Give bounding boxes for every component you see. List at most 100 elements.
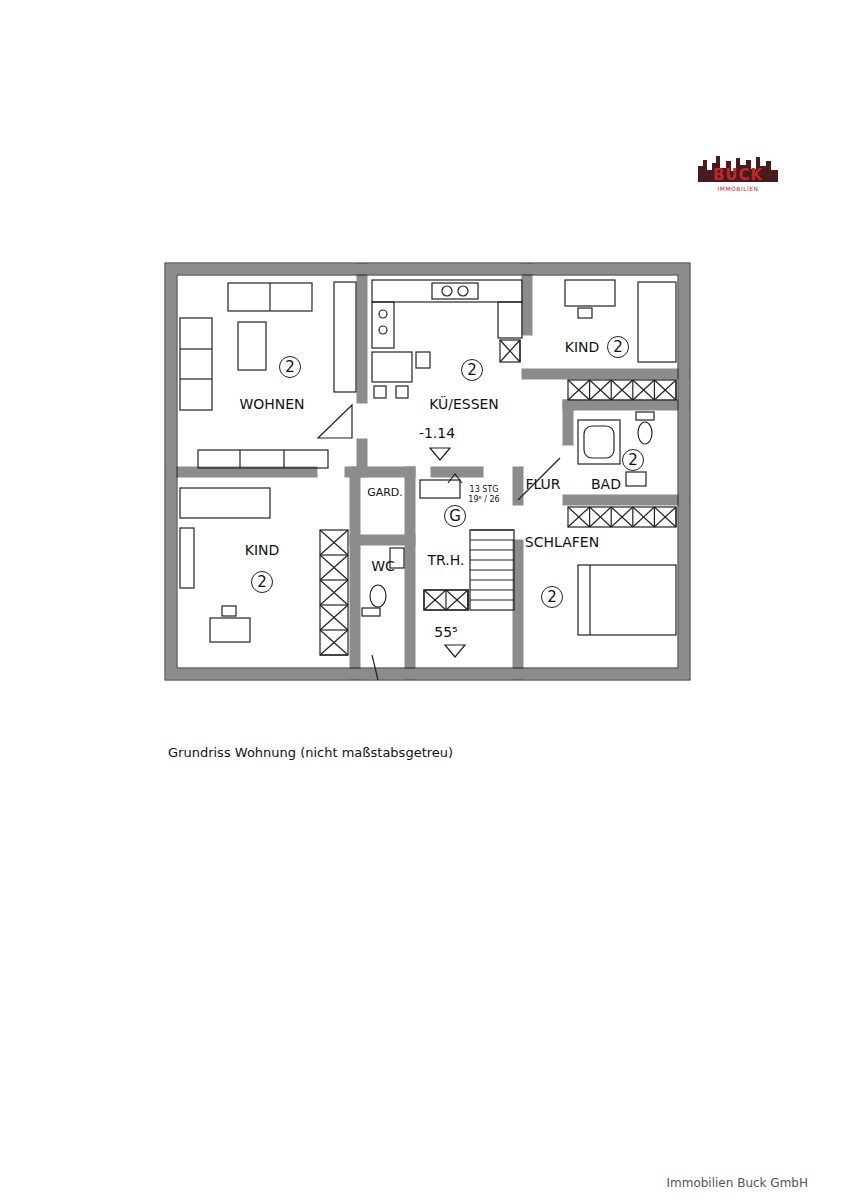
plan-line — [565, 280, 615, 306]
wardrobe — [568, 380, 676, 400]
wardrobe-cross — [633, 507, 655, 527]
plan-line — [372, 280, 522, 302]
room-label: BAD — [591, 477, 621, 491]
plan-line — [222, 606, 236, 616]
wardrobe-cross — [320, 530, 348, 555]
wardrobe-cross — [590, 380, 612, 400]
wardrobe — [320, 530, 348, 655]
plan-line — [228, 283, 312, 311]
plan-line — [430, 448, 450, 460]
wardrobe-cross — [500, 340, 520, 362]
wardrobe-cross — [500, 340, 520, 362]
plan-line — [318, 405, 352, 438]
wardrobe-divider — [632, 380, 633, 400]
room-area: KIND 2 — [178, 478, 350, 660]
room-label: FLUR — [525, 477, 560, 491]
wardrobe-divider — [320, 654, 348, 655]
plan-line — [350, 472, 361, 674]
plan-line — [442, 286, 452, 296]
wardrobe-cross — [320, 555, 348, 580]
wardrobe-cross — [590, 507, 612, 527]
wardrobe-divider — [675, 380, 676, 400]
level-height: 55⁵ — [434, 625, 457, 639]
room-label: KIND — [245, 543, 280, 557]
stair-landing — [424, 590, 468, 610]
wardrobe-cross — [320, 580, 348, 605]
plan-line — [210, 618, 250, 642]
wall-outline — [165, 263, 690, 680]
wardrobe-cross — [568, 380, 590, 400]
wardrobe-cross — [320, 555, 348, 580]
plan-line — [372, 302, 394, 348]
circled-number: G — [444, 505, 466, 527]
wardrobe-cross — [320, 605, 348, 630]
plan-line — [578, 308, 592, 318]
stair-step — [470, 549, 514, 550]
wardrobe-divider — [320, 579, 348, 580]
wardrobe-divider — [445, 590, 446, 610]
plan-line — [638, 422, 652, 444]
wardrobe-divider — [589, 380, 590, 400]
wardrobe-cross — [633, 507, 655, 527]
plan-line — [445, 645, 465, 657]
wardrobe-cross — [568, 507, 590, 527]
wardrobe-divider — [320, 554, 348, 555]
plan-line — [177, 275, 678, 668]
plan-line — [269, 283, 270, 311]
plan-line — [470, 530, 514, 610]
wardrobe-cross — [320, 605, 348, 630]
plan-line — [626, 472, 646, 486]
wardrobe-cross — [424, 590, 446, 610]
plan-line — [396, 386, 408, 398]
plan-line — [239, 450, 240, 468]
room-label: KÜ/ESSEN — [429, 397, 499, 411]
wardrobe-cross — [320, 630, 348, 655]
wardrobe-cross — [568, 507, 590, 527]
plan-line — [448, 474, 462, 483]
plan-line — [568, 400, 684, 411]
stair-step — [470, 559, 514, 560]
wardrobe-cross — [320, 580, 348, 605]
plan-line — [416, 352, 430, 368]
plan-line — [518, 458, 560, 500]
wardrobe-cross — [590, 507, 612, 527]
plan-line — [180, 348, 212, 349]
walls — [171, 269, 684, 674]
circled-number: 2 — [251, 571, 273, 593]
circled-number: 2 — [279, 356, 301, 378]
plan-line — [432, 283, 478, 299]
wardrobe-cross — [611, 507, 633, 527]
wardrobe-divider — [589, 507, 590, 527]
wardrobe-divider — [611, 507, 612, 527]
plan-line — [563, 405, 574, 440]
wardrobe-cross — [611, 380, 633, 400]
wardrobe-divider — [632, 507, 633, 527]
plan-line — [372, 655, 378, 680]
wardrobe-cross — [611, 380, 633, 400]
plan-line — [584, 426, 614, 458]
plan-line — [458, 286, 468, 296]
plan-line — [374, 386, 386, 398]
plan-line — [372, 352, 412, 382]
wardrobe-cross — [320, 530, 348, 555]
room-area: TR.H.G — [412, 478, 516, 668]
logo-skyline — [698, 156, 778, 182]
plan-line — [568, 495, 684, 506]
wardrobe-cross — [568, 380, 590, 400]
wardrobe-divider — [467, 590, 468, 610]
circled-number: 2 — [622, 449, 644, 471]
room-area: 2BAD — [572, 410, 678, 498]
caption: Grundriss Wohnung (nicht maßstabsgetreu) — [168, 746, 453, 759]
plan-line — [171, 269, 684, 674]
wardrobe-cross — [590, 380, 612, 400]
logo-sub: IMMOBILIEN — [717, 186, 758, 192]
footer-text: Immobilien Buck GmbH — [666, 1177, 808, 1189]
plan-line — [522, 269, 533, 330]
room-area: GARD. — [361, 478, 410, 538]
wardrobe-cross — [611, 507, 633, 527]
plan-line — [357, 269, 368, 398]
plan-line — [283, 450, 284, 468]
wardrobe — [424, 590, 468, 610]
room-label: GARD. — [367, 487, 403, 498]
plan-line — [498, 302, 522, 338]
